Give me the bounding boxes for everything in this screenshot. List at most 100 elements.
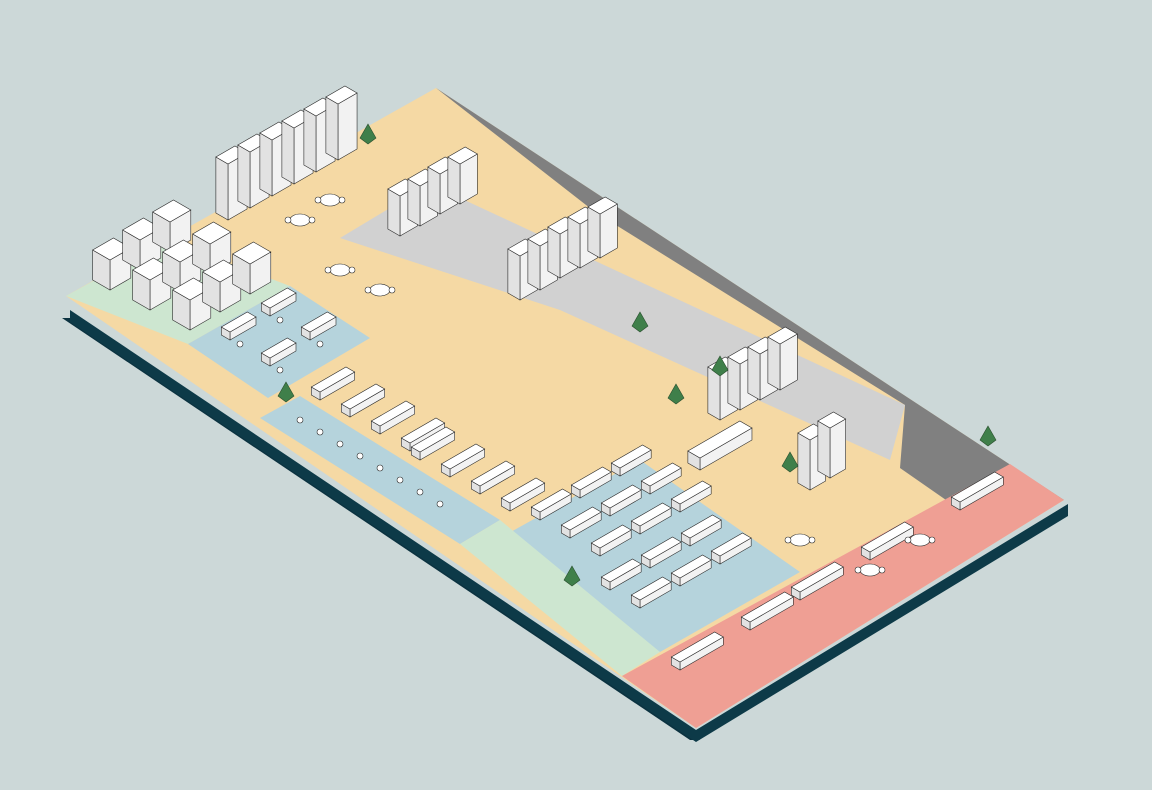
training-desk-b-1-2-top bbox=[710, 532, 752, 557]
training-desk-1-1-top bbox=[600, 484, 642, 509]
training-desk-0-2 bbox=[610, 444, 652, 477]
shelf-c-3 bbox=[767, 326, 798, 391]
plant-3 bbox=[711, 355, 729, 377]
locker-5-top bbox=[325, 85, 358, 105]
round-chair-b-1 bbox=[388, 286, 396, 294]
shelf-b-3-front bbox=[567, 216, 581, 269]
meeting-table-0-top bbox=[670, 631, 724, 663]
round-table-4 bbox=[789, 533, 811, 547]
bench-desk-b-3 bbox=[500, 477, 546, 512]
bench-desk-b-1-top bbox=[440, 443, 486, 470]
locker-b-0-front bbox=[797, 432, 811, 491]
slab-front-face bbox=[70, 310, 1068, 742]
locker-b-1-side bbox=[829, 418, 846, 479]
reception-desk bbox=[687, 420, 753, 471]
training-desk-b-0-0-top bbox=[600, 558, 642, 583]
training-desk-2-2 bbox=[670, 480, 712, 513]
pod-desk-3-top bbox=[260, 337, 297, 359]
meeting-table-1-top bbox=[740, 591, 794, 623]
training-desk-b-1-0-top bbox=[630, 576, 672, 601]
locker-5 bbox=[325, 85, 358, 161]
training-desk-0-1 bbox=[570, 466, 612, 499]
shelf-c-3-top bbox=[767, 326, 798, 345]
shelf-b-4-top bbox=[587, 196, 618, 215]
plant-5 bbox=[979, 425, 997, 447]
circulation-area bbox=[66, 88, 1064, 728]
pod-chair-2 bbox=[316, 340, 324, 348]
locker-2-front bbox=[259, 132, 273, 197]
booth-5 bbox=[192, 221, 232, 275]
training-desk-2-0-top bbox=[590, 524, 632, 549]
training-desk-2-1 bbox=[630, 502, 672, 535]
bench-desk-a-0-top bbox=[310, 366, 356, 393]
locker-3-front bbox=[281, 120, 295, 185]
shelf-b-4-front bbox=[587, 206, 601, 259]
bench-desk-b-3-top bbox=[500, 477, 546, 504]
shelf-c-3-front bbox=[767, 336, 781, 391]
round-chair-b-6 bbox=[878, 566, 886, 574]
bench-desk-b-0 bbox=[410, 426, 456, 461]
plant-2 bbox=[667, 383, 685, 405]
round-chair-a-4 bbox=[784, 536, 792, 544]
bench-desk-b-1 bbox=[440, 443, 486, 478]
training-desk-2-2-top bbox=[670, 480, 712, 505]
pod-chair-1 bbox=[276, 316, 284, 324]
plant-6 bbox=[563, 565, 581, 587]
bench-chair-2 bbox=[336, 440, 344, 448]
furniture bbox=[220, 193, 1004, 671]
bench-desk-b-2 bbox=[470, 460, 516, 495]
round-table-6 bbox=[859, 563, 881, 577]
locker-b-1 bbox=[817, 411, 847, 479]
meeting-table-3 bbox=[860, 521, 914, 561]
plant-4 bbox=[781, 451, 799, 473]
locker-0-front bbox=[215, 156, 229, 221]
training-desk-2-0 bbox=[590, 524, 632, 557]
meeting-table-0 bbox=[670, 631, 724, 671]
reception-desk-top bbox=[687, 420, 753, 459]
booth-6 bbox=[172, 277, 212, 331]
training-desk-b-0-2-top bbox=[680, 514, 722, 539]
round-chair-a-1 bbox=[364, 286, 372, 294]
training-desk-1-0 bbox=[560, 506, 602, 539]
pod-chair-3 bbox=[276, 366, 284, 374]
bench-desk-a-1 bbox=[340, 383, 386, 418]
booth-8 bbox=[232, 241, 272, 295]
shelf-a-2-front bbox=[427, 166, 441, 215]
meeting-rooms-area bbox=[622, 464, 1064, 728]
training-desk-b-0-1 bbox=[640, 536, 682, 569]
pod-desk-2-top bbox=[300, 311, 337, 333]
pod-chair-0 bbox=[236, 340, 244, 348]
meeting-table-1 bbox=[740, 591, 794, 631]
round-chair-a-5 bbox=[904, 536, 912, 544]
pod-desk-0 bbox=[220, 311, 257, 341]
meeting-table-2 bbox=[790, 561, 844, 601]
training-desk-0-0-top bbox=[530, 488, 572, 513]
training-desk-1-1 bbox=[600, 484, 642, 517]
shelf-a-0 bbox=[387, 178, 418, 237]
shelf-b-4 bbox=[587, 196, 618, 259]
booth-8-top bbox=[232, 241, 272, 265]
training-desk-0-2-top bbox=[610, 444, 652, 469]
shelf-b-1-front bbox=[527, 238, 541, 291]
bench-chair-7 bbox=[436, 500, 444, 508]
round-table-1 bbox=[369, 283, 391, 297]
round-chair-b-3 bbox=[338, 196, 346, 204]
training-desk-b-1-1 bbox=[670, 554, 712, 587]
bench-desk-b-2-top bbox=[470, 460, 516, 487]
locker-b-1-front bbox=[817, 420, 831, 479]
training-desk-b-0-2 bbox=[680, 514, 722, 547]
bench-desk-a-0 bbox=[310, 366, 356, 401]
pod-desk-0-top bbox=[220, 311, 257, 333]
bench-desk-b-0-top bbox=[410, 426, 456, 453]
pod-desk-3 bbox=[260, 337, 297, 367]
plant-7 bbox=[277, 381, 295, 403]
round-table-5 bbox=[909, 533, 931, 547]
bench-chair-1 bbox=[316, 428, 324, 436]
bench-chair-3 bbox=[356, 452, 364, 460]
round-chair-b-2 bbox=[308, 216, 316, 224]
round-chair-b-5 bbox=[928, 536, 936, 544]
booth-5-top bbox=[192, 221, 232, 245]
round-chair-a-0 bbox=[324, 266, 332, 274]
shelf-b-0-front bbox=[507, 248, 521, 301]
